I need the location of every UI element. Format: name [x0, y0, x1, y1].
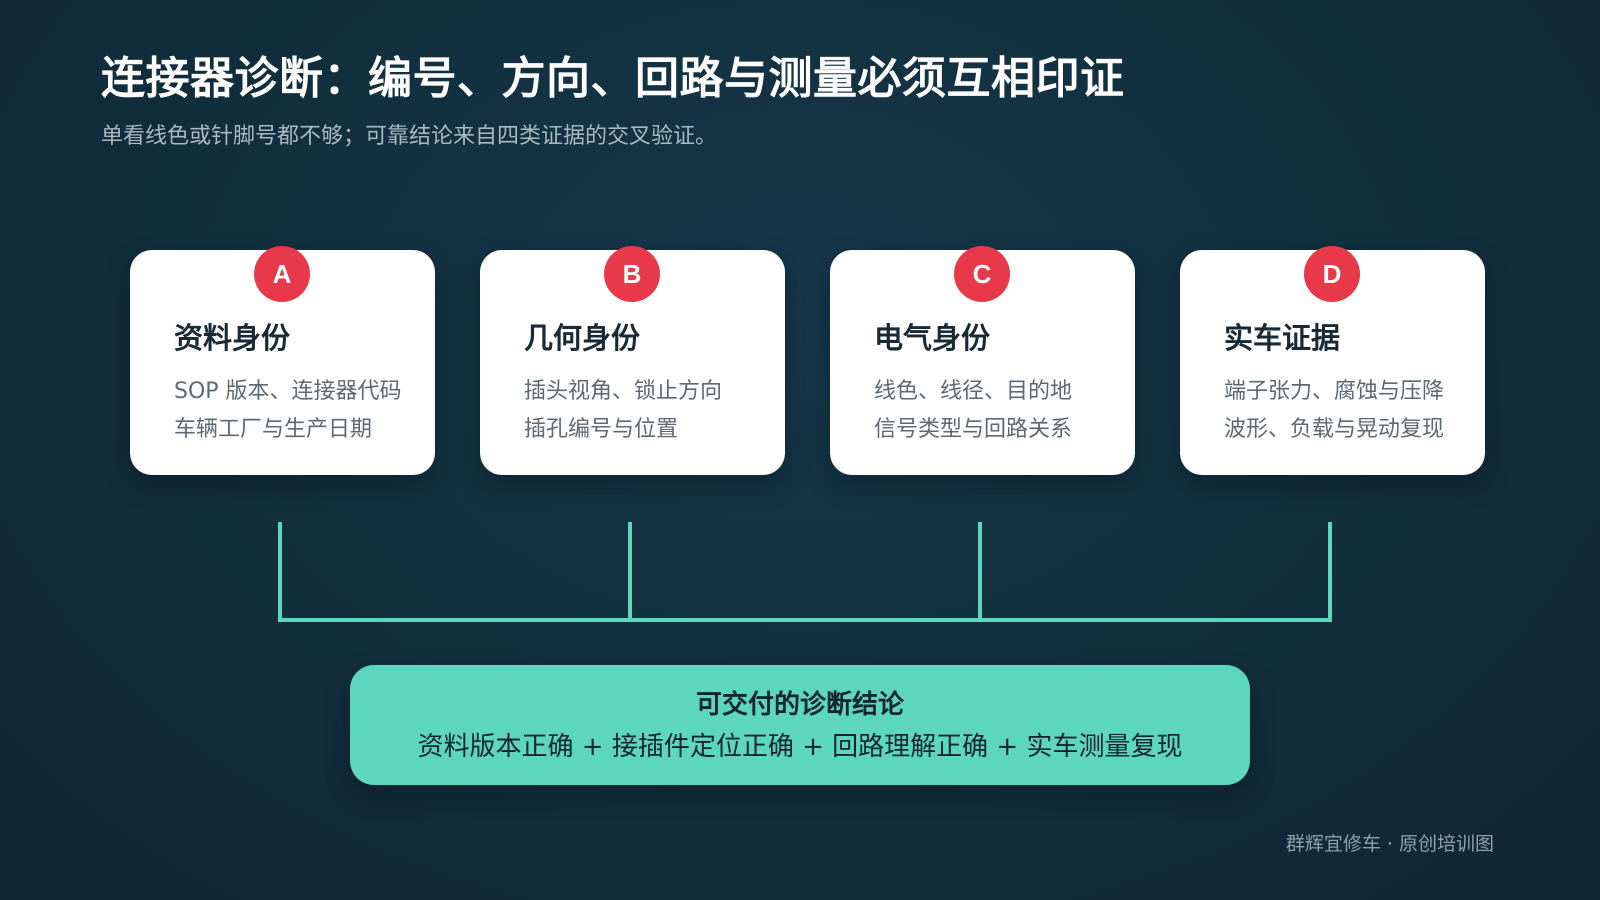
card-line-b-2: 插孔编号与位置	[524, 417, 679, 442]
evidence-card-a: A 资料身份 SOP 版本、连接器代码 车辆工厂与生产日期	[130, 246, 435, 475]
card-line-c-2: 信号类型与回路关系	[874, 417, 1073, 442]
card-line-c-1: 线色、线径、目的地	[874, 379, 1073, 404]
conclusion-box: 可交付的诊断结论 资料版本正确 + 接插件定位正确 + 回路理解正确 + 实车测…	[350, 665, 1250, 785]
evidence-card-d: D 实车证据 端子张力、腐蚀与压降 波形、负载与晃动复现	[1180, 246, 1485, 475]
card-line-d-1: 端子张力、腐蚀与压降	[1224, 379, 1445, 404]
card-badge-d: D	[1304, 246, 1360, 302]
evidence-cards: A 资料身份 SOP 版本、连接器代码 车辆工厂与生产日期 B 几何身份 插头视…	[130, 246, 1485, 475]
evidence-card-b: B 几何身份 插头视角、锁止方向 插孔编号与位置	[480, 246, 785, 475]
conclusion-title: 可交付的诊断结论	[695, 690, 904, 720]
card-line-d-2: 波形、负载与晃动复现	[1224, 417, 1445, 442]
conclusion-formula: 资料版本正确 + 接插件定位正确 + 回路理解正确 + 实车测量复现	[417, 732, 1183, 762]
page-title: 连接器诊断：编号、方向、回路与测量必须互相印证	[101, 53, 1125, 104]
card-title-a: 资料身份	[174, 321, 291, 355]
card-badge-c: C	[954, 246, 1010, 302]
page-subtitle: 单看线色或针脚号都不够；可靠结论来自四类证据的交叉验证。	[101, 124, 718, 149]
card-title-b: 几何身份	[524, 321, 641, 355]
footer-credit: 群辉宜修车 · 原创培训图	[1285, 833, 1494, 855]
card-line-a-1: SOP 版本、连接器代码	[174, 379, 402, 404]
card-title-c: 电气身份	[874, 321, 991, 355]
header: 连接器诊断：编号、方向、回路与测量必须互相印证 单看线色或针脚号都不够；可靠结论…	[101, 50, 1501, 152]
card-badge-b: B	[604, 246, 660, 302]
card-line-b-1: 插头视角、锁止方向	[524, 379, 723, 404]
evidence-card-c: C 电气身份 线色、线径、目的地 信号类型与回路关系	[830, 246, 1135, 475]
card-badge-a: A	[254, 246, 310, 302]
card-title-d: 实车证据	[1224, 321, 1341, 355]
card-line-a-2: 车辆工厂与生产日期	[174, 417, 373, 442]
